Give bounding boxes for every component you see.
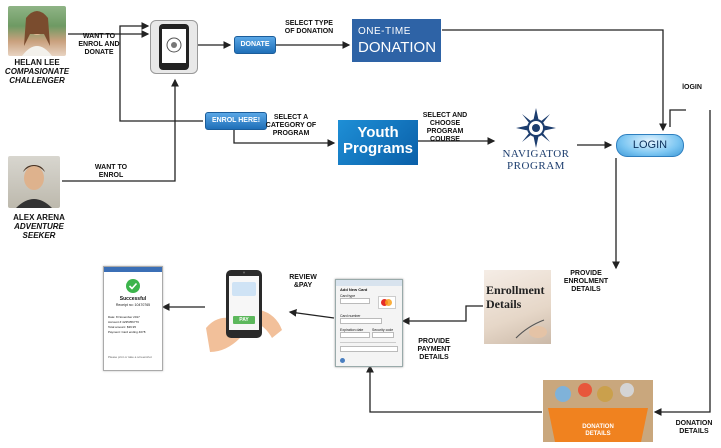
person-avatar-icon (16, 165, 52, 208)
compass-star-icon (516, 108, 556, 148)
card-type-input[interactable] (340, 298, 370, 304)
alex-caption: ALEX ARENA ADVENTURE SEEKER (0, 213, 78, 240)
form-row-card-type: Card type (340, 294, 356, 298)
helan-role-2: CHALLENGER (9, 76, 65, 85)
navigator-line-2: PROGRAM (507, 160, 565, 172)
label-login-side: lOGIN (682, 84, 702, 91)
pay-phone-illustration[interactable]: PAY (206, 268, 290, 352)
enrollment-details-card[interactable]: Enrollment Details (484, 270, 551, 344)
one-time-line-1: ONE-TIME (358, 26, 411, 37)
navigator-program-logo[interactable]: NAVIGATOR PROGRAM (496, 108, 576, 176)
person-avatar-icon (22, 11, 52, 56)
youth-programs-card[interactable]: Youth Programs (338, 120, 418, 165)
label-review-pay: REVIEW &PAY (289, 274, 317, 289)
navigator-line-1: NAVIGATOR (502, 148, 570, 160)
form-row-expiration: Expiration date (340, 328, 364, 332)
app-logo-icon (166, 37, 182, 53)
security-input[interactable] (372, 332, 394, 338)
enrollment-line-2: Details (486, 297, 522, 311)
receipt-screen: Successful Receipt no: 10470765 Date: 8 … (103, 266, 163, 371)
label-donation-details: DONATION DETAILS (675, 420, 713, 435)
label-provide-payment: PROVIDE PAYMENT DETAILS (417, 338, 451, 361)
alex-photo (8, 156, 60, 208)
alex-name: ALEX ARENA (13, 213, 65, 222)
donation-box-icon (543, 380, 653, 442)
label-want-enrol: WANT TO ENROL (94, 164, 128, 179)
card-logo-icon (378, 296, 396, 309)
hand-pen-icon (515, 319, 547, 339)
donation-box-line-2: DETAILS (585, 431, 611, 437)
success-check-icon (126, 279, 140, 293)
receipt-subtitle: Receipt no: 10470765 (115, 303, 151, 307)
label-want-enrol-donate: WANT TO ENROL AND DONATE (78, 33, 120, 56)
alex-role: ADVENTURE SEEKER (14, 222, 64, 240)
enrollment-line-1: Enrollment (486, 283, 545, 297)
helan-caption: HELAN LEE COMPASIONATE CHALLENGER (0, 58, 74, 85)
card-number-input[interactable] (340, 318, 382, 324)
helan-role-1: COMPASIONATE (4, 67, 70, 76)
payment-form-title: Add New Card (340, 287, 368, 292)
one-time-line-2: DONATION (358, 39, 437, 56)
login-button[interactable]: LOGIN (616, 134, 684, 157)
address-input[interactable] (340, 346, 398, 352)
receipt-status: Successful (119, 296, 147, 302)
donation-box-illustration[interactable]: DONATION DETAILS (543, 380, 653, 442)
form-row-security: Security code (372, 328, 394, 332)
donate-button[interactable]: DONATE (234, 36, 276, 54)
label-select-type-donation: SELECT TYPE OF DONATION (284, 20, 334, 35)
pay-label[interactable]: PAY (233, 316, 255, 324)
helan-photo (8, 6, 66, 56)
label-select-choose-course: SELECT AND CHOOSE PROGRAM COURSE (422, 112, 468, 143)
mobile-app-phone[interactable] (150, 20, 198, 74)
helan-name: HELAN LEE (14, 58, 60, 67)
enrol-here-button[interactable]: ENROL HERE! (205, 112, 267, 130)
receipt-line: Payment: Card ending 4078 (108, 330, 146, 334)
help-icon[interactable] (340, 358, 345, 363)
one-time-donation-card[interactable]: ONE-TIME DONATION (352, 19, 441, 62)
label-select-category: SELECT A CATEGORY OF PROGRAM (265, 114, 317, 137)
receipt-line: Account # 4235356776 (108, 320, 139, 324)
youth-line-1: Youth (357, 124, 399, 141)
hand-phone-pay-icon (206, 270, 282, 352)
receipt-footer: Please print or take a screenshot (108, 355, 152, 359)
receipt-line: Total amount: $39.95 (108, 325, 137, 329)
expiration-input[interactable] (340, 332, 370, 338)
label-provide-enrolment: PROVIDE ENROLMENT DETAILS (563, 270, 609, 293)
form-row-card-number: Card number (340, 314, 361, 318)
youth-line-2: Programs (342, 140, 414, 157)
receipt-line: Date: 8 November 2017 (108, 315, 140, 319)
donation-box-line-1: DONATION (582, 424, 614, 430)
payment-form-window[interactable]: Add New Card Card type Card number Expir… (335, 279, 403, 367)
